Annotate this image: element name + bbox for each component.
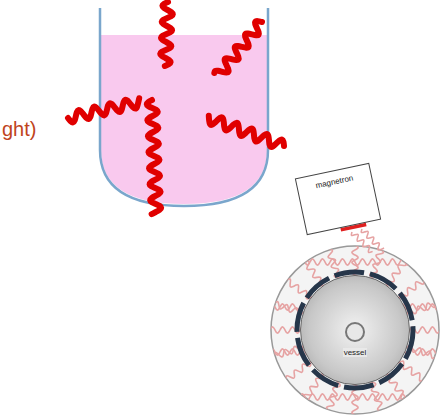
cavity [271,246,439,414]
microwave-ray [160,2,173,66]
microwave-ray [68,98,139,122]
cavity-waves [265,240,443,415]
waveguide-waves [351,229,384,252]
cavity-wave [282,276,428,384]
microwave-ray [209,116,284,147]
microwave-ray [214,21,262,73]
waveguide-wave [351,232,372,252]
caption-fragment: ght) [2,118,36,141]
vessel-ring [297,272,413,388]
cavity-wave [301,257,409,403]
liquid [101,35,267,204]
vessel-disc: vessel [300,275,410,385]
waveguide-wave [361,229,384,250]
part-name: magnetron [314,173,355,190]
magnetron-box: magnetron [295,163,381,236]
hub [345,322,365,342]
cavity-wave [265,394,443,400]
part-name: vessel [343,348,368,357]
cavity-wave [265,259,443,265]
microwave-ray [147,100,161,214]
microwave-rays [68,2,284,214]
